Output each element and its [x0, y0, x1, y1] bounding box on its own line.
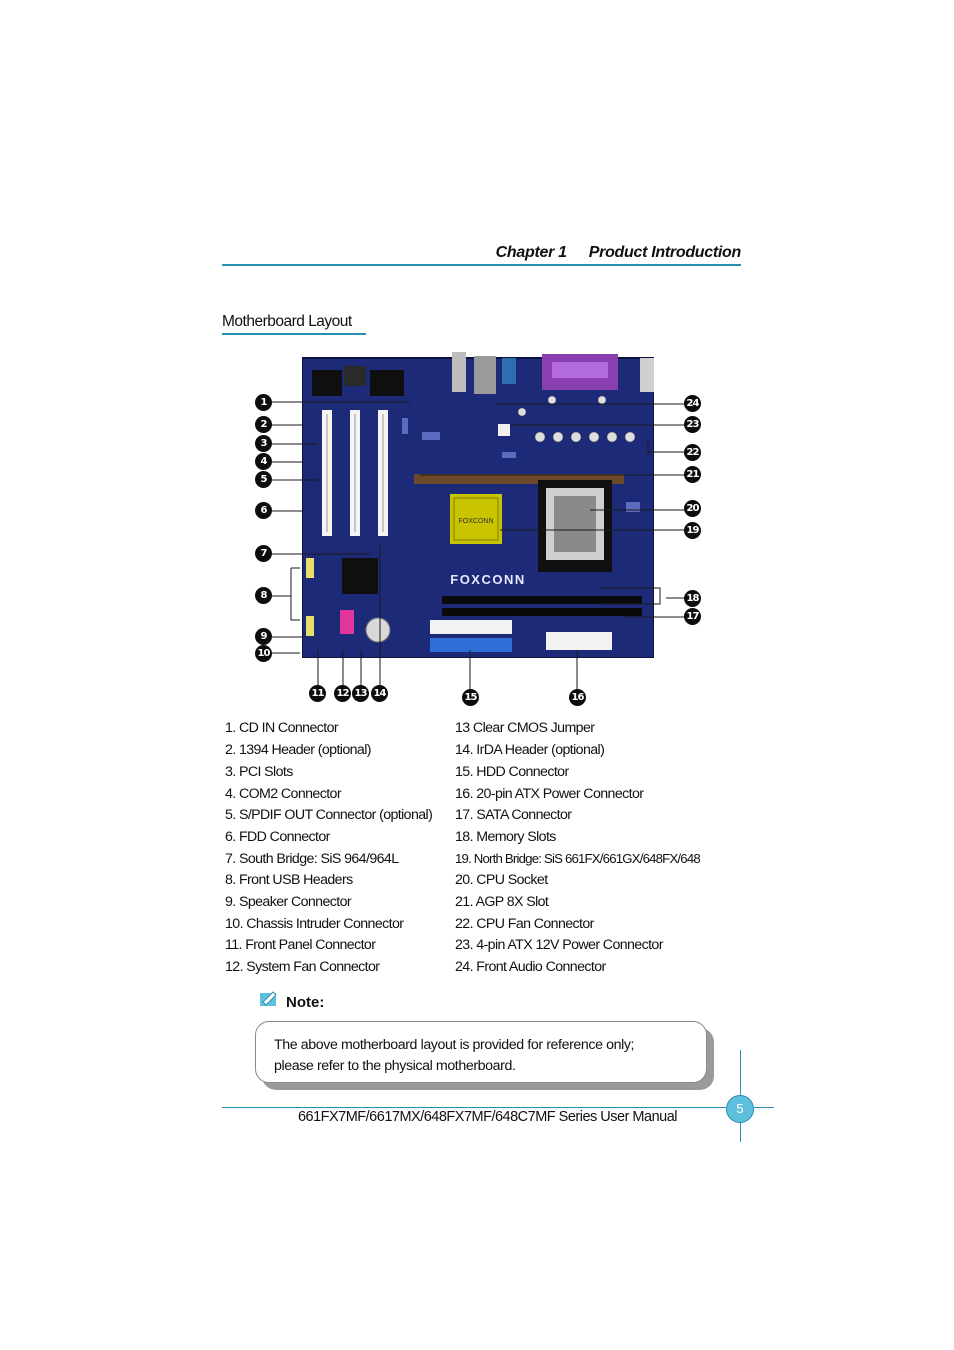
callout-11: 11: [309, 685, 326, 702]
note-line-1: The above motherboard layout is provided…: [274, 1037, 635, 1053]
component-item-20: 20. CPU Socket: [455, 872, 548, 888]
callout-24: 24: [684, 395, 701, 412]
callout-8: 8: [255, 587, 272, 604]
callout-23: 23: [684, 416, 701, 433]
callout-12: 12: [334, 685, 351, 702]
note-box: [255, 1021, 707, 1083]
callout-21: 21: [684, 466, 701, 483]
callout-17: 17: [684, 608, 701, 625]
board-brand-text: FOXCONN: [450, 572, 526, 587]
note-line-2: please refer to the physical motherboard…: [274, 1058, 516, 1074]
component-item-22: 22. CPU Fan Connector: [455, 916, 594, 932]
callout-20: 20: [684, 500, 701, 517]
component-item-7: 7. South Bridge: SiS 964/964L: [225, 851, 399, 867]
section-title-underline: [222, 333, 366, 335]
component-item-12: 12. System Fan Connector: [225, 959, 380, 975]
chip-brand-text: FOXCONN: [459, 518, 494, 525]
component-item-21: 21. AGP 8X Slot: [455, 894, 549, 910]
component-item-15: 15. HDD Connector: [455, 764, 569, 780]
callout-9: 9: [255, 628, 272, 645]
callout-6: 6: [255, 502, 272, 519]
component-item-14: 14. IrDA Header (optional): [455, 742, 605, 758]
callout-15: 15: [462, 689, 479, 706]
chapter-title: Product Introduction: [588, 244, 742, 261]
footer-divider: [222, 1107, 727, 1108]
component-item-3: 3. PCI Slots: [225, 764, 293, 780]
callout-5: 5: [255, 471, 272, 488]
callout-1: 1: [255, 394, 272, 411]
chapter-number: Chapter 1: [495, 244, 567, 261]
component-item-2: 2. 1394 Header (optional): [225, 742, 372, 758]
callout-10: 10: [255, 645, 272, 662]
chapter-header: Chapter 1 Product Introduction: [222, 244, 742, 264]
page-number: 5: [726, 1095, 754, 1123]
callout-13: 13: [352, 685, 369, 702]
callout-22: 22: [684, 444, 701, 461]
component-item-24: 24. Front Audio Connector: [455, 959, 606, 975]
component-item-5: 5. S/PDIF OUT Connector (optional): [225, 807, 433, 823]
callout-18: 18: [684, 590, 701, 607]
component-item-6: 6. FDD Connector: [225, 829, 330, 845]
callout-3: 3: [255, 435, 272, 452]
callout-14: 14: [371, 685, 388, 702]
component-item-10: 10. Chassis Intruder Connector: [225, 916, 404, 932]
note-icon: [260, 991, 277, 1006]
callout-2: 2: [255, 416, 272, 433]
callout-7: 7: [255, 545, 272, 562]
component-item-11: 11. Front Panel Connector: [225, 937, 376, 953]
component-item-8: 8. Front USB Headers: [225, 872, 353, 888]
manual-title: 661FX7MF/6617MX/648FX7MF/648C7MF Series …: [297, 1109, 678, 1125]
component-item-18: 18. Memory Slots: [455, 829, 556, 845]
component-item-9: 9. Speaker Connector: [225, 894, 352, 910]
component-item-16: 16. 20-pin ATX Power Connector: [455, 786, 644, 802]
component-item-1: 1. CD IN Connector: [225, 720, 339, 736]
component-item-19: 19. North Bridge: SiS 661FX/661GX/648FX/…: [455, 851, 701, 866]
note-label: Note:: [286, 994, 325, 1011]
callout-16: 16: [569, 689, 586, 706]
motherboard-illustration: FOXCONN FOXCONN: [302, 352, 654, 658]
page-marker-horizontal-line: [752, 1107, 774, 1108]
note-text: The above motherboard layout is provided…: [274, 1035, 634, 1077]
component-item-23: 23. 4-pin ATX 12V Power Connector: [455, 937, 663, 953]
component-item-17: 17. SATA Connector: [455, 807, 572, 823]
section-title: Motherboard Layout: [222, 313, 352, 330]
header-divider: [222, 264, 741, 266]
callout-19: 19: [684, 522, 701, 539]
component-item-4: 4. COM2 Connector: [225, 786, 342, 802]
component-item-13: 13 Clear CMOS Jumper: [455, 720, 595, 736]
callout-4: 4: [255, 453, 272, 470]
